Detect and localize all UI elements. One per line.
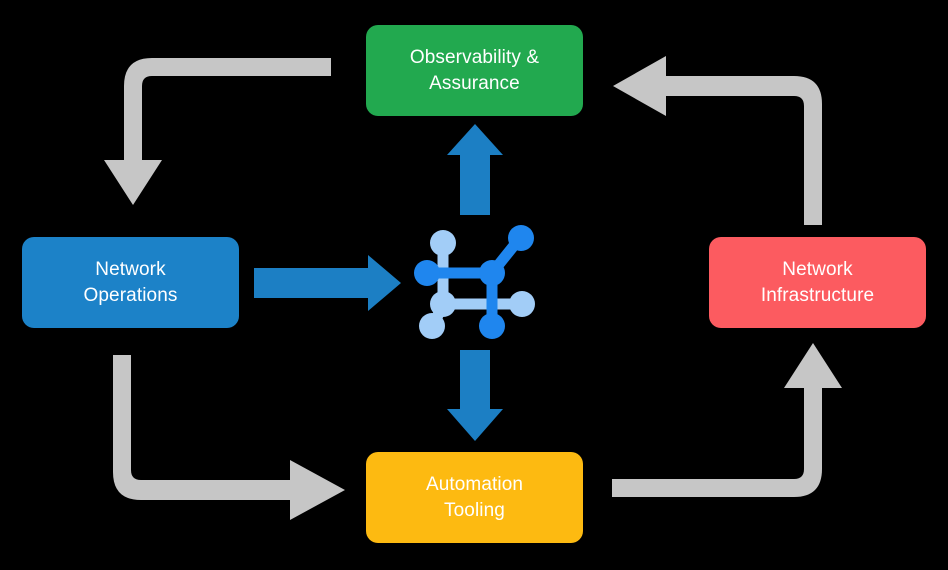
box-automation-tooling-line1: Automation bbox=[425, 473, 524, 495]
network-node-left bbox=[414, 260, 440, 286]
arrow-observability-to-operations bbox=[104, 58, 331, 205]
box-network-infrastructure[interactable]: Network Infrastructure bbox=[709, 237, 926, 328]
box-network-operations[interactable]: Network Operations bbox=[22, 237, 239, 328]
arrow-operations-to-automation bbox=[113, 355, 345, 520]
box-network-infrastructure-line1: Network bbox=[782, 258, 853, 280]
box-observability-assurance[interactable]: Observability & Assurance bbox=[366, 25, 583, 116]
arrow-automation-to-infrastructure bbox=[612, 343, 842, 497]
network-node-bottom bbox=[479, 313, 505, 339]
box-observability-label: Observability & Assurance bbox=[410, 45, 539, 96]
box-network-infrastructure-label: Network Infrastructure bbox=[761, 257, 874, 308]
arrow-ops-to-center bbox=[254, 255, 401, 311]
network-node-top bbox=[430, 230, 456, 256]
box-network-infrastructure-line2: Infrastructure bbox=[760, 284, 875, 306]
network-node-mid-left bbox=[430, 291, 456, 317]
arrow-center-to-automation bbox=[447, 350, 503, 441]
network-node-hub bbox=[479, 260, 505, 286]
arrow-center-to-observability bbox=[447, 124, 503, 215]
box-observability-line2: Assurance bbox=[429, 72, 520, 94]
arrow-infrastructure-to-observability bbox=[613, 56, 822, 225]
box-automation-tooling-line2: Tooling bbox=[444, 499, 505, 521]
network-node-right bbox=[509, 291, 535, 317]
network-node-top-right bbox=[508, 225, 534, 251]
network-node-bottom-left bbox=[419, 313, 445, 339]
box-network-operations-line1: Network bbox=[95, 258, 166, 280]
network-icon-nodes bbox=[414, 225, 535, 339]
box-automation-tooling-label: Automation Tooling bbox=[426, 472, 523, 523]
box-observability-line1: Observability & bbox=[409, 46, 540, 68]
box-network-operations-line2: Operations bbox=[83, 284, 178, 306]
box-network-operations-label: Network Operations bbox=[84, 257, 178, 308]
box-automation-tooling[interactable]: Automation Tooling bbox=[366, 452, 583, 543]
